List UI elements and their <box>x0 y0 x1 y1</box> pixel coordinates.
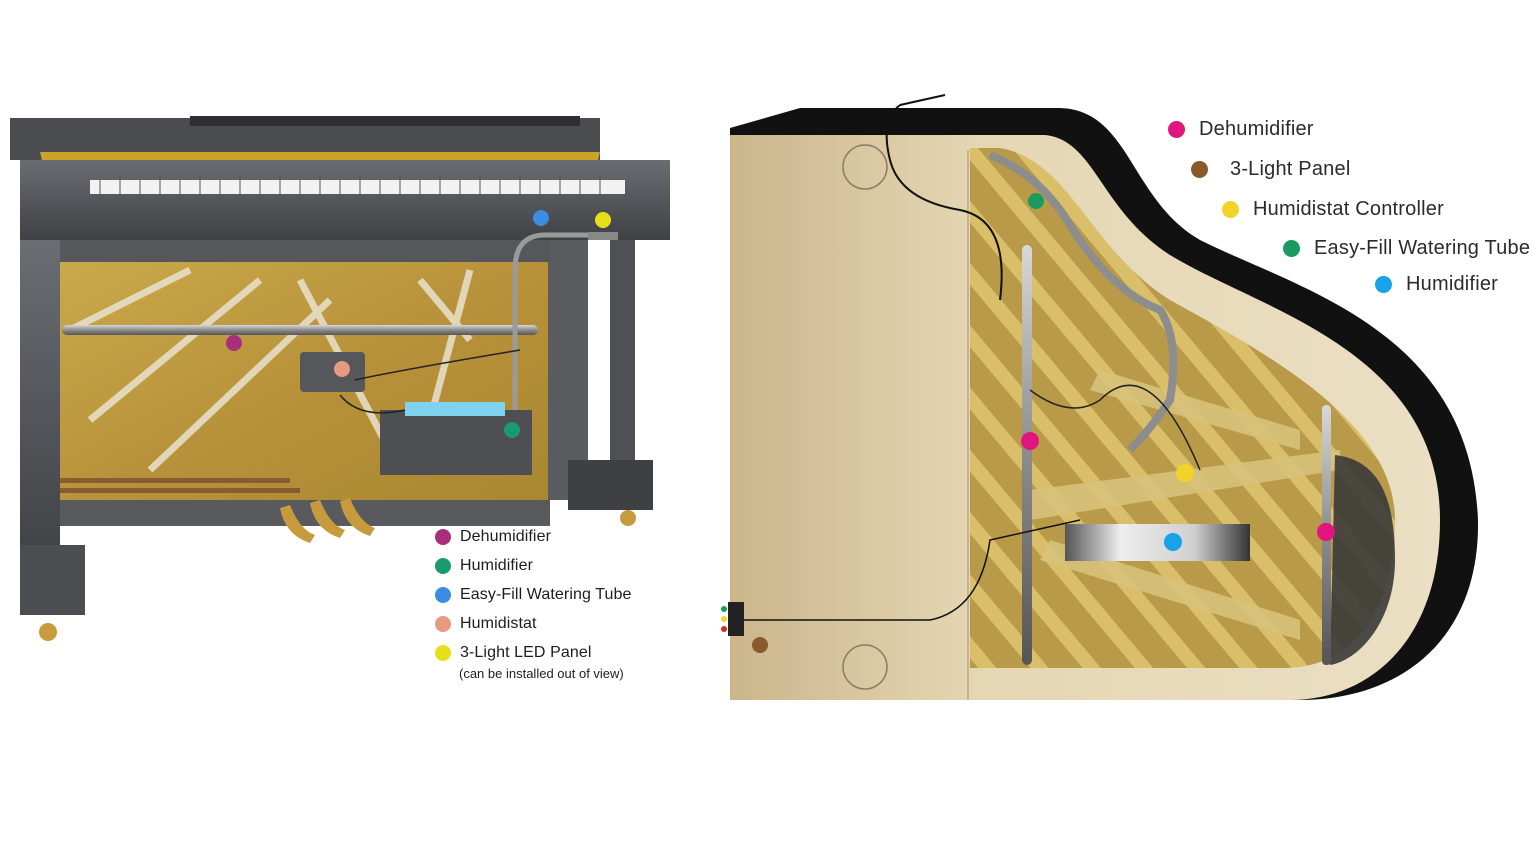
light-panel <box>728 602 744 636</box>
keyboard <box>90 180 625 194</box>
legend-item-watering-tube: Easy-Fill Watering Tube <box>435 586 632 604</box>
marker-dehumidifier-left <box>1021 432 1039 450</box>
legend-dot <box>1283 240 1300 257</box>
legend-item-controller: Humidistat Controller <box>1222 198 1444 221</box>
legend-dot <box>1191 161 1208 178</box>
watering-tube <box>512 232 600 410</box>
marker-watering-tube-grand <box>1028 193 1044 209</box>
humidifier-box <box>1065 524 1250 561</box>
power-cord <box>885 94 1003 301</box>
legend-label: Humidistat Controller <box>1253 198 1444 220</box>
marker-humidifier-grand <box>1164 533 1182 551</box>
humidifier-tank <box>380 410 532 475</box>
grand-piano <box>721 94 1479 700</box>
legend-dot <box>435 645 451 661</box>
legend-label: Easy-Fill Watering Tube <box>1314 237 1531 259</box>
legend-dot <box>435 616 451 632</box>
legend-label: Easy-Fill Watering Tube <box>460 586 632 603</box>
marker-led-panel <box>595 212 611 228</box>
dehumidifier-rod-left <box>1022 245 1032 665</box>
legend-item-humidistat: Humidistat <box>435 615 537 633</box>
legend-label: Humidistat <box>460 615 537 632</box>
legend-label: Dehumidifier <box>460 528 552 545</box>
dehumidifier-rod <box>62 325 538 335</box>
legend-label: 3-Light Panel <box>1230 158 1351 180</box>
legend-dot <box>1375 276 1392 293</box>
legend-dot <box>1222 201 1239 218</box>
legend-dot <box>435 558 451 574</box>
marker-humidistat-controller <box>1176 464 1194 482</box>
marker-humidistat <box>334 361 350 377</box>
legend-label: 3-Light LED Panel <box>460 644 592 661</box>
legend-note: (can be installed out of view) <box>459 666 624 681</box>
legend-dot <box>435 529 451 545</box>
legend-label: Humidifier <box>1406 273 1499 295</box>
marker-dehumidifier <box>226 335 242 351</box>
legend-item-dehumidifier: Dehumidifier <box>435 528 551 546</box>
legend-item-led-panel: 3-Light LED Panel <box>435 644 592 662</box>
upright-legend: Dehumidifier Humidifier Easy-Fill Wateri… <box>435 528 695 688</box>
marker-watering-tube <box>533 210 549 226</box>
legend-item-light-panel: 3-Light Panel <box>1191 158 1350 181</box>
legend-item-dehumidifier-grand: Dehumidifier <box>1168 118 1314 141</box>
watering-tube-grand <box>988 151 1178 453</box>
marker-dehumidifier-right <box>1317 523 1335 541</box>
humidistat-box <box>300 352 365 392</box>
legend-item-humidifier-grand: Humidifier <box>1375 273 1498 296</box>
grand-legend: Dehumidifier 3-Light Panel Humidistat Co… <box>1168 118 1538 303</box>
marker-humidifier <box>504 422 520 438</box>
marker-light-panel <box>752 637 768 653</box>
legend-label: Humidifier <box>460 557 534 574</box>
legend-item-humidifier: Humidifier <box>435 557 533 575</box>
legend-label: Dehumidifier <box>1199 118 1314 140</box>
legend-dot <box>435 587 451 603</box>
upright-piano <box>10 116 670 641</box>
legend-item-watering-tube-grand: Easy-Fill Watering Tube <box>1283 237 1530 260</box>
legend-dot <box>1168 121 1185 138</box>
